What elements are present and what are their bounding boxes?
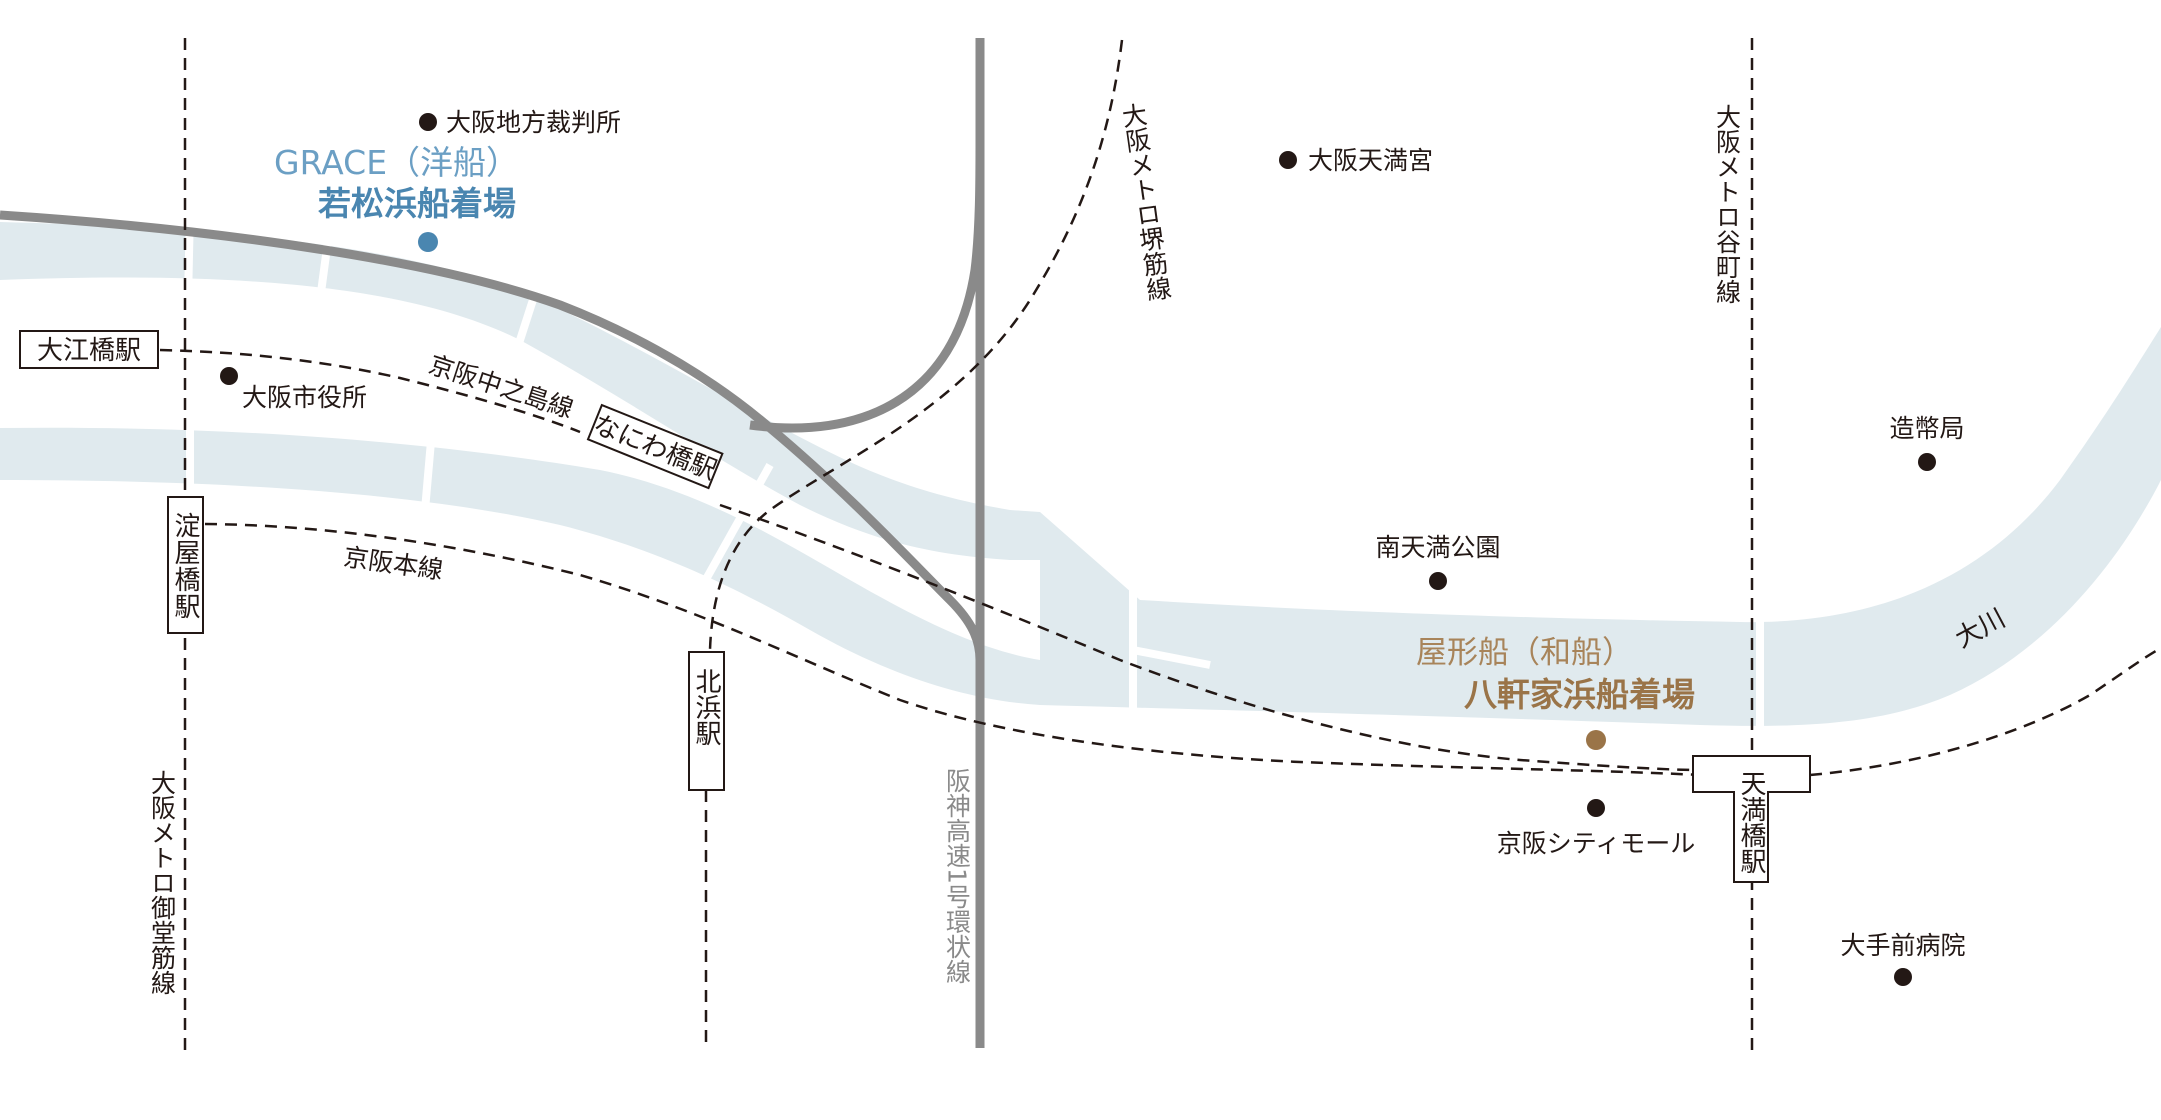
station-box-tenmabashi [1692,755,1811,883]
line-label-tanimachi: 大阪メトロ谷町線 [1713,104,1742,304]
pier-grace-dot [418,232,438,252]
river-okawa [1040,327,2161,726]
highway-ramp [749,139,985,433]
rail-sakaisuji [708,39,1124,651]
station-box-kitahama [688,651,725,791]
rail-nakanoshima [20,348,581,434]
landmark-mint[interactable]: 造幣局 [1889,414,1964,443]
line-label-keihan-main: 京阪本線 [342,542,445,585]
highway-west-curve [0,210,985,661]
line-label-midosuji: 大阪メトロ御堂筋線 [148,770,177,995]
river-upper-branch [0,222,1040,560]
pier-grace-name: 若松浜船着場 [318,184,516,223]
landmark-dot-hospital [1894,968,1912,986]
pier-yakata[interactable]: 屋形船（和船） 八軒家浜船着場 [1416,635,1695,750]
pier-grace-subtitle: GRACE（洋船） [274,143,519,182]
pier-yakata-name: 八軒家浜船着場 [1464,675,1695,714]
station-box-naniwabashi [586,403,724,490]
landmark-court[interactable]: 大阪地方裁判所 [446,108,621,137]
landmark-dot-park [1429,572,1447,590]
station-kitahama[interactable]: 北浜駅 [691,668,721,746]
rail-nakanoshima-east [719,503,1701,772]
rail-east [1809,646,2161,777]
landmark-dot-city-hall [220,367,238,385]
station-oebashi[interactable]: 大江橋駅 [37,336,141,366]
station-labels: 大江橋駅 なにわ橋駅 淀屋橋駅 北浜駅 天満橋駅 [37,336,1766,874]
highway [0,38,985,1048]
river [0,209,2161,730]
pier-grace[interactable]: GRACE（洋船） 若松浜船着場 [274,143,519,252]
landmark-hospital[interactable]: 大手前病院 [1840,931,1965,960]
station-box-yodoyabashi [167,496,204,634]
landmark-shrine[interactable]: 大阪天満宮 [1308,146,1433,175]
landmarks: 大阪地方裁判所 大阪天満宮 大阪市役所 造幣局 南天満公園 京阪シティモール 大… [220,108,1966,986]
station-tenmabashi-top[interactable]: 天満橋駅 [1736,770,1766,874]
landmark-dot-shrine [1279,151,1297,169]
station-boxes [19,330,1811,883]
landmark-dot-mint [1918,453,1936,471]
line-label-nakanoshima: 京阪中之島線 [425,350,577,424]
landmark-city-hall[interactable]: 大阪市役所 [242,383,367,412]
line-label-hanshin-expressway: 阪神高速1号環状線 [943,768,972,984]
landmark-dot-mall [1587,799,1605,817]
pier-yakata-dot [1586,730,1606,750]
river-lower-branch [0,427,1040,705]
station-box-oebashi [19,330,159,369]
landmark-park[interactable]: 南天満公園 [1375,533,1500,562]
bridges [184,209,1764,730]
rail-keihan-main [204,522,1701,777]
pier-yakata-subtitle: 屋形船（和船） [1416,635,1633,671]
station-yodoyabashi[interactable]: 淀屋橋駅 [170,512,200,620]
landmark-mall[interactable]: 京阪シティモール [1497,829,1696,858]
line-label-sakaisuji: 大阪メトロ堺筋線 [1117,101,1174,303]
landmark-dot-court [419,113,437,131]
